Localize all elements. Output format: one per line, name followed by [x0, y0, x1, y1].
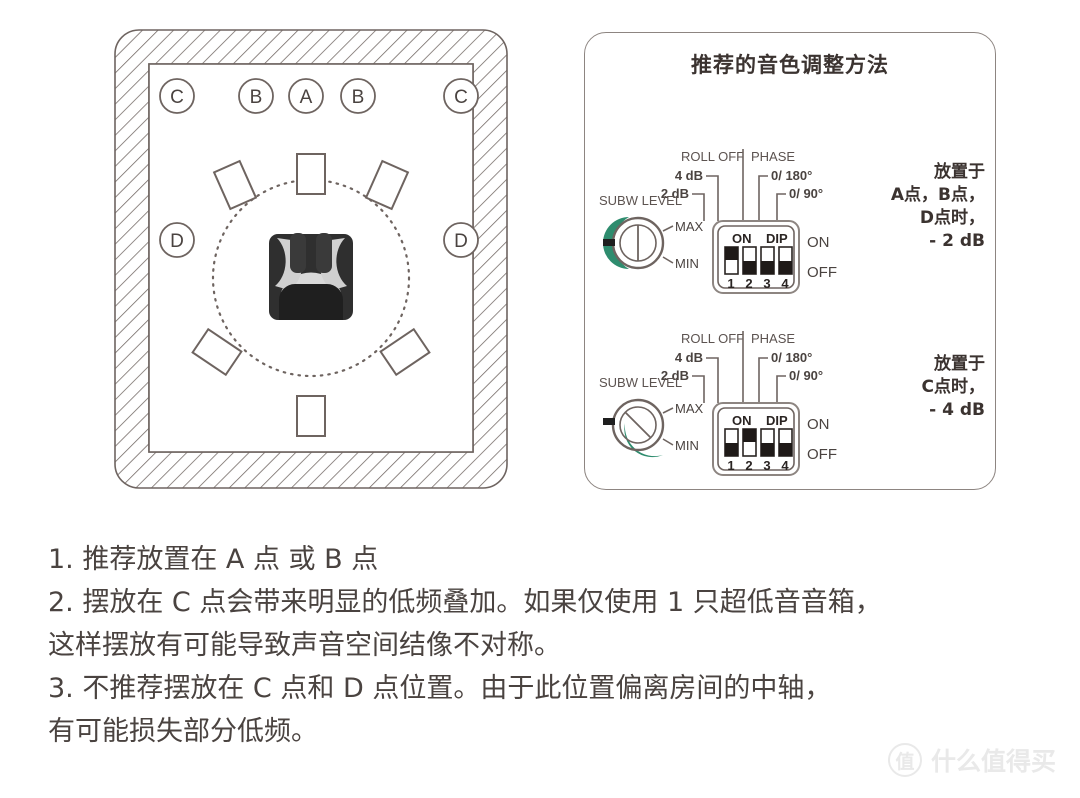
position-marker-D-left[interactable]: D: [159, 222, 195, 258]
speaker-rear-center: [296, 395, 326, 437]
knob-max-label: MAX: [675, 219, 704, 234]
dip-number: 4: [781, 276, 789, 291]
roll-off-group-label: ROLL OFF: [681, 149, 744, 164]
speaker-front-right: [364, 159, 410, 211]
dip-switch-4[interactable]: 4: [778, 428, 793, 473]
dip-number: 1: [727, 276, 734, 291]
dip-switch-1[interactable]: 1: [724, 246, 739, 291]
config-2-svg: ROLL OFF PHASE 4 dB 2 dB 0/ 180° 0/ 90° …: [599, 331, 837, 476]
leader-label-4db: 4 dB: [675, 350, 703, 365]
dip-side-on-label: ON: [807, 234, 830, 251]
dip-title-label: DIP: [766, 231, 788, 246]
phase-group-label: PHASE: [751, 331, 795, 346]
dip-switch-4[interactable]: 4: [778, 246, 793, 291]
position-marker-A[interactable]: A: [288, 78, 324, 114]
listening-circle: [211, 178, 411, 378]
leader-line-2db: [692, 375, 705, 403]
position-marker-B-right[interactable]: B: [340, 78, 376, 114]
position-marker-C-left[interactable]: C: [159, 78, 195, 114]
listener-icon: [269, 233, 353, 320]
speaker-front-left: [212, 159, 258, 211]
dip-on-label: ON: [732, 413, 752, 428]
note-item-1: 1. 推荐放置在 A 点 或 B 点: [48, 544, 379, 575]
leader-line-4db: [706, 357, 719, 403]
max-leader: [662, 407, 674, 414]
dip-number: 3: [763, 276, 770, 291]
leader-label-4db: 4 dB: [675, 168, 703, 183]
watermark: 值 什么值得买: [887, 742, 1056, 778]
leader-line-2db: [692, 193, 705, 221]
knob-pointer: [603, 239, 615, 246]
position-label: A: [300, 87, 313, 108]
position-label: C: [454, 87, 468, 108]
knob-max-label: MAX: [675, 401, 704, 416]
dip-number: 2: [745, 458, 752, 473]
knob-min-label: MIN: [675, 438, 699, 453]
min-leader: [662, 256, 674, 264]
dip-on-label: ON: [732, 231, 752, 246]
leader-line-0-180: [758, 175, 768, 221]
phase-group-label: PHASE: [751, 149, 795, 164]
leader-line-0-90: [776, 375, 786, 403]
dip-number: 2: [745, 276, 752, 291]
tone-adjustment-panel: 推荐的音色调整方法 ROLL OFF PHASE 4 dB 2 dB 0/ 18…: [584, 32, 996, 490]
speaker-front-center: [296, 153, 326, 195]
roll-off-group-label: ROLL OFF: [681, 331, 744, 346]
position-label: B: [250, 87, 263, 108]
dip-number: 3: [763, 458, 770, 473]
config-1-svg: ROLL OFF PHASE 4 dB 2 dB 0/ 180° 0/ 90° …: [599, 149, 837, 294]
dip-side-on-label: ON: [807, 416, 830, 433]
subw-level-knob[interactable]: [603, 216, 665, 270]
subw-level-label: SUBW LEVEL: [599, 193, 682, 208]
speaker-surround-right: [379, 327, 431, 377]
dip-number: 1: [727, 458, 734, 473]
placement-notes-list: 1. 推荐放置在 A 点 或 B 点 2. 摆放在 C 点会带来明显的低频叠加。…: [48, 538, 1048, 753]
panel-title: 推荐的音色调整方法: [691, 53, 889, 77]
leader-label-0-90: 0/ 90°: [789, 186, 823, 201]
position-marker-C-right[interactable]: C: [443, 78, 479, 114]
dip-switch-1[interactable]: 1: [724, 428, 739, 473]
placement-note-2: 放置于 C点时， - 4 dB: [921, 354, 985, 420]
room-layout-diagram: C B A B C D D: [113, 28, 509, 490]
watermark-text: 什么值得买: [930, 747, 1056, 776]
leader-label-2db: 2 dB: [661, 186, 689, 201]
position-label: D: [454, 231, 468, 252]
position-label: D: [170, 231, 184, 252]
min-leader: [662, 438, 674, 446]
dip-switch-3[interactable]: 3: [760, 428, 775, 473]
dip-number: 4: [781, 458, 789, 473]
knob-min-label: MIN: [675, 256, 699, 271]
subw-level-label: SUBW LEVEL: [599, 375, 682, 390]
position-marker-B-left[interactable]: B: [238, 78, 274, 114]
dip-switch-2[interactable]: 2: [742, 428, 757, 473]
knob-indicator: [603, 217, 629, 269]
leader-line-0-90: [776, 193, 786, 221]
leader-line-0-180: [758, 357, 768, 403]
position-label: C: [170, 87, 184, 108]
note-item-2: 2. 摆放在 C 点会带来明显的低频叠加。如果仅使用 1 只超低音音箱， 这样摆…: [48, 587, 882, 661]
speaker-surround-left: [191, 327, 243, 377]
leader-label-0-180: 0/ 180°: [771, 168, 812, 183]
dip-title-label: DIP: [766, 413, 788, 428]
position-label: B: [352, 87, 365, 108]
knob-pointer: [603, 418, 615, 425]
leader-label-0-90: 0/ 90°: [789, 368, 823, 383]
leader-label-2db: 2 dB: [661, 368, 689, 383]
dip-side-off-label: OFF: [807, 264, 837, 281]
dip-switch-3[interactable]: 3: [760, 246, 775, 291]
watermark-badge-icon: 值: [887, 743, 922, 777]
leader-line-4db: [706, 175, 719, 221]
dip-switch-2[interactable]: 2: [742, 246, 757, 291]
config-block-1: ROLL OFF PHASE 4 dB 2 dB 0/ 180° 0/ 90° …: [585, 143, 997, 325]
subw-level-knob[interactable]: [603, 398, 665, 458]
note-item-3: 3. 不推荐摆放在 C 点和 D 点位置。由于此位置偏离房间的中轴， 有可能损失…: [48, 673, 832, 747]
leader-label-0-180: 0/ 180°: [771, 350, 812, 365]
room-svg: C B A B C D D: [114, 29, 508, 489]
position-marker-D-right[interactable]: D: [443, 222, 479, 258]
max-leader: [662, 225, 674, 232]
placement-note-1: 放置于 A点，B点， D点时， - 2 dB: [890, 162, 985, 251]
dip-side-off-label: OFF: [807, 446, 837, 463]
config-block-2: ROLL OFF PHASE 4 dB 2 dB 0/ 180° 0/ 90° …: [585, 325, 997, 507]
